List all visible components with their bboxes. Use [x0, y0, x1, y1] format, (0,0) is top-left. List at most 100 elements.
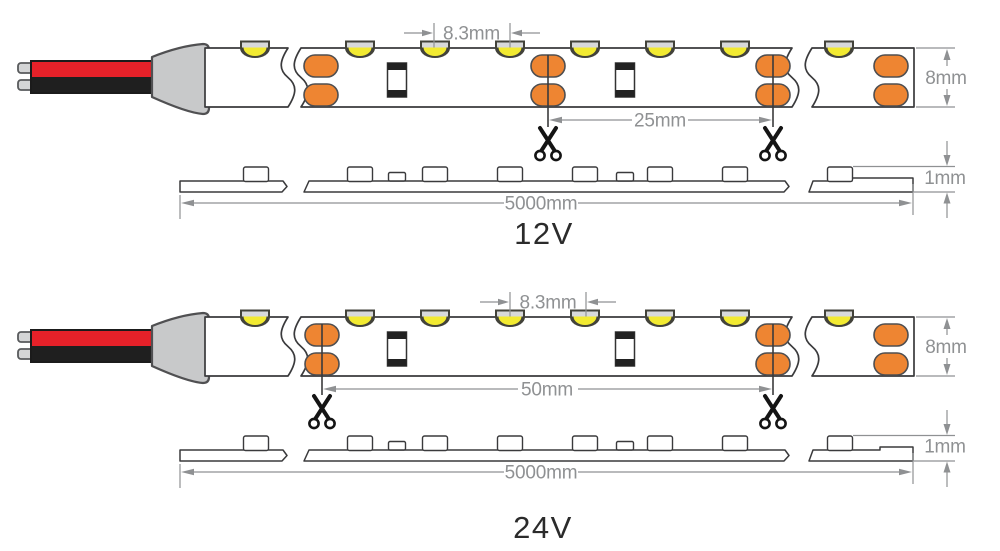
- solder-pad: [303, 83, 339, 107]
- extension-line: [853, 434, 955, 462]
- cut-increment-label: 25mm: [634, 111, 686, 132]
- extension-line: [916, 316, 955, 377]
- strip-profile-end: [808, 446, 914, 462]
- strip-profile-middle: [303, 180, 790, 193]
- arrowhead: [943, 155, 951, 166]
- voltage-label: 12V: [514, 216, 574, 251]
- arrowhead: [943, 424, 951, 435]
- led-profile-bump: [242, 435, 270, 452]
- strip-length-dimension: 5000mm: [179, 184, 914, 219]
- red-wire: [31, 330, 153, 346]
- led-pitch-dimension: 8.3mm: [480, 292, 616, 317]
- strip-width-label: 8mm: [925, 337, 967, 358]
- cut-increment-label: 50mm: [521, 380, 573, 401]
- resistor-profile-bump: [387, 440, 407, 451]
- dimension-tick: [433, 23, 511, 48]
- arrowhead: [422, 29, 433, 37]
- strip-width-dimension: 8mm: [916, 47, 967, 108]
- led-profile-bump: [421, 166, 449, 183]
- strip-length-label: 5000mm: [505, 194, 578, 215]
- arrowhead: [899, 199, 912, 207]
- strip-segment-start: [204, 316, 296, 377]
- led-pitch-label: 8.3mm: [443, 24, 500, 45]
- black-wire: [31, 346, 153, 362]
- connector-housing: [150, 311, 211, 385]
- arrowhead: [899, 468, 912, 476]
- arrowhead: [549, 116, 562, 124]
- led-profile-bump: [826, 166, 854, 183]
- strip-width-label: 8mm: [925, 68, 967, 89]
- arrowhead: [943, 49, 951, 60]
- scissors-icon: [307, 394, 337, 431]
- resistor: [386, 62, 408, 98]
- power-connector: [17, 42, 211, 116]
- cut-increment-dimension: 50mm: [323, 380, 772, 401]
- strip-segment-middle: [293, 316, 800, 377]
- dimension-tick: [509, 292, 587, 317]
- red-wire: [31, 61, 153, 77]
- led-profile-bump: [346, 435, 374, 452]
- solder-pad: [303, 54, 339, 78]
- arrowhead: [587, 298, 598, 306]
- strip-length-label: 5000mm: [505, 463, 578, 484]
- led-profile-bump: [646, 435, 674, 452]
- solder-pad: [873, 352, 909, 376]
- diagram-24v: 8.3mm 50mm 8mm: [17, 292, 967, 545]
- strip-profile-end: [808, 177, 914, 193]
- arrowhead: [181, 468, 194, 476]
- led-profile-bump: [242, 166, 270, 183]
- voltage-label: 24V: [513, 510, 573, 545]
- led-profile-bump: [721, 435, 749, 452]
- arrowhead: [943, 192, 951, 204]
- scissors-icon: [758, 394, 788, 431]
- resistor: [614, 331, 636, 367]
- scissors-icon: [533, 126, 563, 163]
- resistor: [614, 62, 636, 98]
- arrowhead: [943, 364, 951, 375]
- strip-segment-start: [204, 47, 296, 108]
- cut-increment-dimension: 25mm: [549, 111, 772, 132]
- pcb-thickness-label: 1mm: [924, 168, 966, 189]
- arrowhead: [181, 199, 194, 207]
- arrowhead: [943, 95, 951, 106]
- connector-housing: [150, 42, 211, 116]
- pcb-thickness-dimension: 1mm: [853, 410, 966, 487]
- led-profile-bump: [496, 435, 524, 452]
- led-profile-bump: [421, 435, 449, 452]
- led-profile-bump: [346, 166, 374, 183]
- black-wire: [31, 77, 153, 93]
- strip-profile-start: [179, 449, 288, 462]
- arrowhead: [323, 385, 336, 393]
- resistor: [386, 331, 408, 367]
- pcb-thickness-dimension: 1mm: [853, 141, 966, 218]
- arrowhead: [943, 461, 951, 473]
- led-profile-bump: [571, 166, 599, 183]
- resistor-profile-bump: [615, 440, 635, 451]
- strip-length-dimension: 5000mm: [179, 453, 914, 488]
- solder-pad: [873, 54, 909, 78]
- resistor-profile-bump: [387, 171, 407, 182]
- led-profile-bump: [826, 435, 854, 452]
- arrowhead: [759, 116, 772, 124]
- pcb-thickness-label: 1mm: [924, 437, 966, 458]
- arrowhead: [943, 318, 951, 329]
- led-profile-bump: [571, 435, 599, 452]
- extension-line: [853, 165, 955, 193]
- solder-pad: [873, 323, 909, 347]
- arrowhead: [511, 29, 522, 37]
- extension-line: [916, 47, 955, 108]
- scissors-icon: [758, 126, 788, 163]
- diagram-12v: 8.3mm 25mm 8mm: [17, 23, 967, 251]
- led-profile-bump: [496, 166, 524, 183]
- arrowhead: [759, 385, 772, 393]
- led-pitch-label: 8.3mm: [519, 293, 576, 314]
- strip-profile-middle: [303, 449, 790, 462]
- dimension-tick: [179, 453, 914, 488]
- led-profile-bump: [646, 166, 674, 183]
- led-profile-bump: [721, 166, 749, 183]
- strip-profile-start: [179, 180, 288, 193]
- solder-pad: [873, 83, 909, 107]
- led-pitch-dimension: 8.3mm: [404, 23, 540, 48]
